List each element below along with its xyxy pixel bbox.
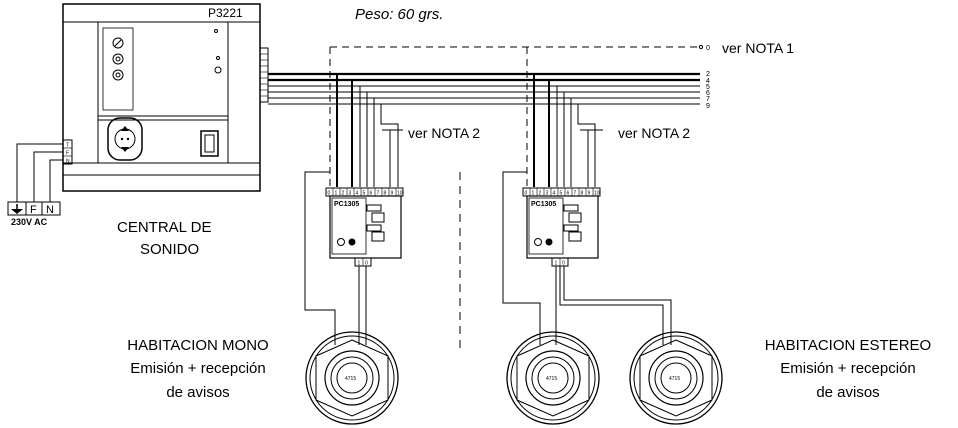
room-stereo-line3: de avisos xyxy=(816,384,879,401)
power-socket-icon xyxy=(107,117,143,161)
module-1-terminal: 6 xyxy=(370,191,373,197)
speaker-3-model: 4715 xyxy=(669,376,680,382)
bus-line-number: 4 xyxy=(706,78,710,85)
module-2-terminal: 1 xyxy=(532,191,535,197)
led-icon xyxy=(216,56,220,60)
module-2-terminal: 8 xyxy=(581,191,584,197)
speaker-1: 4715 xyxy=(305,331,399,425)
room-stereo-line2: Emisión + recepción xyxy=(780,360,915,377)
speaker-3: 4715 xyxy=(629,331,723,425)
module-1-note: ver NOTA 2 xyxy=(408,125,480,141)
power-switch-icon xyxy=(200,130,219,157)
module-1-model: PC1305 xyxy=(334,201,359,208)
module-1-wiring xyxy=(329,47,403,190)
module-2-terminal: 5 xyxy=(560,191,563,197)
module-1-terminal: 0 xyxy=(328,191,331,197)
module-2-terminal: 10 xyxy=(594,191,600,197)
side-terminal-label: F xyxy=(66,151,69,157)
module-1-terminal: 7 xyxy=(377,191,380,197)
volume-knob-icon xyxy=(112,37,124,49)
module-1-terminal: 4 xyxy=(356,191,359,197)
module-2-model: PC1305 xyxy=(531,201,556,208)
central-caption-line2: SONIDO xyxy=(140,241,199,258)
module-2-terminal: 0 xyxy=(525,191,528,197)
note1-label: ver NOTA 1 xyxy=(722,40,794,56)
speaker-2: 4715 xyxy=(506,331,600,425)
side-terminal-label: N xyxy=(66,159,70,165)
speaker-1-model: 4715 xyxy=(345,376,356,382)
bus-lines: 0 2 4 5 6 7 9 ver NOTA 1 xyxy=(268,40,794,110)
room-mono-label: HABITACION MONO Emisión + recepción de a… xyxy=(127,337,268,401)
module-2-terminal: 4 xyxy=(553,191,556,197)
led-icon xyxy=(214,66,222,74)
module-2-led-icon xyxy=(545,238,553,246)
power-terminal-f: F xyxy=(30,204,37,216)
central-caption-line1: CENTRAL DE xyxy=(117,219,211,236)
central-model: P3221 xyxy=(208,6,243,20)
led-icon xyxy=(214,29,218,33)
room-mono-title: HABITACION MONO xyxy=(127,337,268,354)
power-terminal-n: N xyxy=(46,204,54,216)
central-front-panel xyxy=(97,21,229,164)
module-1-terminal: 9 xyxy=(391,191,394,197)
module-2-note: ver NOTA 2 xyxy=(618,125,690,141)
module-1-terminal: 8 xyxy=(384,191,387,197)
room-stereo-label: HABITACION ESTEREO Emisión + recepción d… xyxy=(765,337,931,401)
speaker-2-model: 4715 xyxy=(546,376,557,382)
room-stereo-title: HABITACION ESTEREO xyxy=(765,337,931,354)
module-1-speaker-terminal: 1 xyxy=(358,261,361,267)
room-mono-line3: de avisos xyxy=(166,384,229,401)
module-1-terminal: 10 xyxy=(397,191,403,197)
knob-icon xyxy=(112,69,124,81)
central-unit: P3221 xyxy=(62,3,261,192)
speaker-wiring xyxy=(304,171,672,345)
module-1-terminal: 5 xyxy=(363,191,366,197)
power-voltage: 230V AC xyxy=(11,217,48,227)
weight-label: Peso: 60 grs. xyxy=(355,6,443,23)
side-terminal-label: T xyxy=(66,143,69,149)
module-2-terminal: 9 xyxy=(588,191,591,197)
bus-line-number: 5 xyxy=(706,84,710,91)
module-1-button-icon xyxy=(337,238,345,246)
module-2-speaker-terminal: 0 xyxy=(562,261,565,267)
bus-line-number: 9 xyxy=(706,103,710,110)
module-2-terminal: 6 xyxy=(567,191,570,197)
power-wiring xyxy=(16,143,63,202)
ground-icon xyxy=(11,204,23,214)
bus-line-number: 2 xyxy=(706,71,710,78)
module-1-terminal: 1 xyxy=(335,191,338,197)
module-1: 0 1 2 3 4 5 6 7 8 9 10 PC1305 1 0 xyxy=(325,187,404,267)
module-1-terminal: 2 xyxy=(342,191,345,197)
module-1-terminal: 3 xyxy=(349,191,352,197)
module-2-wiring xyxy=(526,47,603,190)
bus-line-number: 6 xyxy=(706,90,710,97)
bus-line-number: 0 xyxy=(706,45,710,52)
central-bus-terminal-block xyxy=(259,47,269,103)
module-2-terminal: 7 xyxy=(574,191,577,197)
module-2-speaker-terminal: 1 xyxy=(555,261,558,267)
module-2-button-icon xyxy=(534,238,542,246)
room-mono-line2: Emisión + recepción xyxy=(130,360,265,377)
module-2-terminal: 3 xyxy=(546,191,549,197)
central-power-terminal-block: T F N xyxy=(62,139,73,165)
module-1-speaker-terminal: 0 xyxy=(365,261,368,267)
power-terminal-strip: F N 230V AC xyxy=(7,201,61,227)
module-2: 0 1 2 3 4 5 6 7 8 9 10 PC1305 1 0 xyxy=(522,187,601,267)
module-1-led-icon xyxy=(348,238,356,246)
knob-icon xyxy=(112,53,124,65)
module-2-terminal: 2 xyxy=(539,191,542,197)
bus-line-number: 7 xyxy=(706,96,710,103)
